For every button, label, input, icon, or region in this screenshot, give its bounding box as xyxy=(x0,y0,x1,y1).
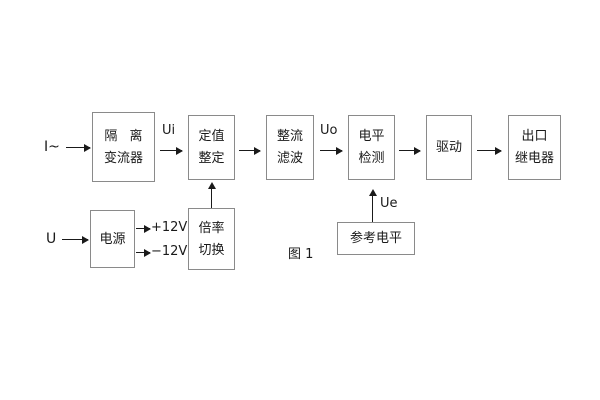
block-reference-level[interactable]: 参考电平 xyxy=(337,222,415,255)
setting-to-rectify-arrow xyxy=(239,146,261,155)
block-power-supply-line1: 电源 xyxy=(99,231,126,247)
uo-signal-label: Uo xyxy=(320,123,338,138)
voltage-input-label: U xyxy=(46,231,57,247)
block-rectify-filter-line1: 整流 xyxy=(276,129,303,144)
block-level-detect[interactable]: 电平 检测 xyxy=(348,115,395,180)
level-detect-to-drive-arrow xyxy=(399,146,421,155)
minus-12v-arrow xyxy=(136,248,151,257)
block-multiplier-switch[interactable]: 倍率 切换 xyxy=(188,208,235,270)
voltage-input-arrow xyxy=(62,235,89,244)
block-setting-line2: 整定 xyxy=(198,151,225,166)
ui-arrow xyxy=(160,146,183,155)
ui-signal-label: Ui xyxy=(162,123,176,138)
block-level-detect-line1: 电平 xyxy=(358,129,385,144)
block-power-supply[interactable]: 电源 xyxy=(90,210,135,268)
current-input-label: I~ xyxy=(44,139,60,155)
ue-signal-label: Ue xyxy=(380,196,398,211)
block-multiplier-switch-line2: 切换 xyxy=(198,242,225,258)
reference-to-level-detect-arrow xyxy=(368,189,377,222)
block-drive-line1: 驱动 xyxy=(435,140,462,155)
plus-12v-label: +12V xyxy=(151,220,188,235)
block-rectify-filter-line2: 滤波 xyxy=(276,151,303,166)
multiplier-to-setting-arrow xyxy=(207,182,216,208)
block-reference-level-line1: 参考电平 xyxy=(349,231,402,246)
block-multiplier-switch-line1: 倍率 xyxy=(198,220,225,236)
block-output-relay-line2: 继电器 xyxy=(514,151,554,166)
uo-arrow xyxy=(320,146,343,155)
block-isolation-ct-line1: 隔 离 xyxy=(104,128,147,144)
block-drive[interactable]: 驱动 xyxy=(426,115,472,180)
drive-to-output-relay-arrow xyxy=(477,146,502,155)
minus-12v-label: −12V xyxy=(151,244,188,259)
block-isolation-ct[interactable]: 隔 离 变流器 xyxy=(92,112,155,182)
figure-caption: 图 1 xyxy=(288,247,314,262)
plus-12v-arrow xyxy=(136,224,151,233)
block-setting-line1: 定值 xyxy=(198,129,225,144)
block-output-relay-line1: 出口 xyxy=(521,129,548,144)
block-setting[interactable]: 定值 整定 xyxy=(188,115,235,180)
block-isolation-ct-line2: 变流器 xyxy=(103,150,143,166)
block-level-detect-line2: 检测 xyxy=(358,151,385,166)
current-input-arrow xyxy=(66,143,91,152)
block-rectify-filter[interactable]: 整流 滤波 xyxy=(266,115,314,180)
block-output-relay[interactable]: 出口 继电器 xyxy=(508,115,561,180)
